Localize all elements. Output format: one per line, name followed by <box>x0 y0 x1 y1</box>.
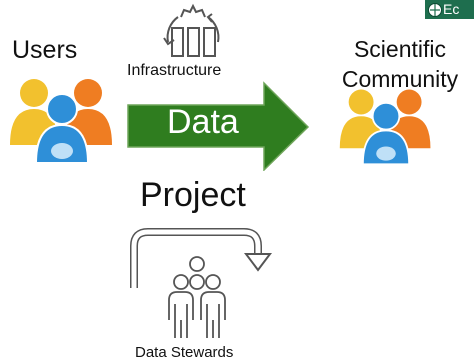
infrastructure-label: Infrastructure <box>127 62 222 79</box>
data-stewards-label: Data Stewards <box>135 344 234 361</box>
users-label: Users <box>12 36 78 64</box>
project-loop-arrow-icon <box>130 228 272 288</box>
badge-text: Ec <box>443 1 460 17</box>
data-stewards-icon <box>168 256 226 338</box>
badge-globe-icon <box>428 3 442 17</box>
users-group-icon <box>10 79 112 164</box>
scientific-community-group-icon <box>339 89 431 166</box>
scientific-label-line1: Scientific <box>353 36 447 62</box>
project-label: Project <box>140 176 246 214</box>
data-arrow-label: Data <box>167 103 239 141</box>
infrastructure-gear-icon <box>163 3 220 57</box>
data-arrow <box>127 81 310 171</box>
scientific-label-line2: Community <box>341 66 459 92</box>
scientific-community-label: Scientific Community <box>340 34 460 94</box>
